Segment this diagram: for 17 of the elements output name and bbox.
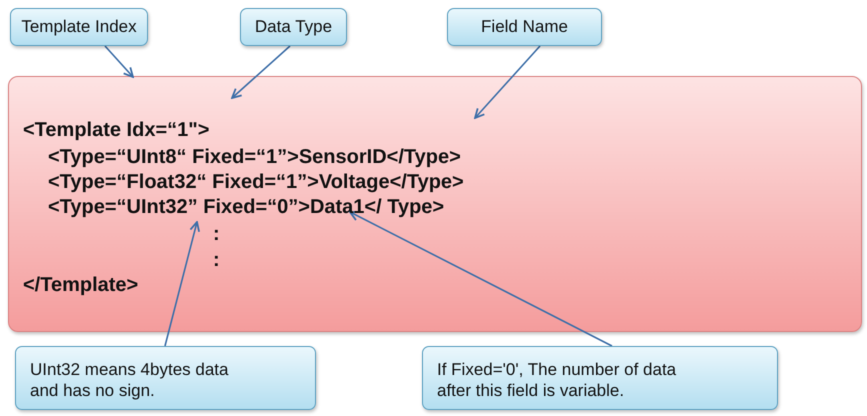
note-box: If Fixed='0', The number of data after this field is variable.	[422, 346, 778, 410]
callout-box: Template Index	[10, 8, 148, 46]
note-box: UInt32 means 4bytes data and has no sign.	[15, 346, 316, 410]
code-line: <Template Idx=“1">	[23, 119, 210, 142]
code-line: <Type=“UInt32” Fixed=“0”>Data1</ Type>	[48, 196, 444, 219]
leader-arrow	[231, 45, 291, 99]
code-line: <Type=“Float32“ Fixed=“1”>Voltage</Type>	[48, 171, 464, 194]
callout-box: Field Name	[447, 8, 602, 46]
code-line: </Template>	[23, 274, 138, 297]
code-panel	[8, 76, 862, 332]
code-line: :	[213, 249, 220, 272]
code-line: <Type=“UInt8“ Fixed=“1”>SensorID</Type>	[48, 146, 461, 169]
callout-box: Data Type	[240, 8, 347, 46]
leader-arrow	[104, 45, 134, 78]
leader-arrow	[474, 45, 541, 119]
code-line: :	[213, 223, 220, 246]
leader-arrow	[164, 221, 200, 346]
